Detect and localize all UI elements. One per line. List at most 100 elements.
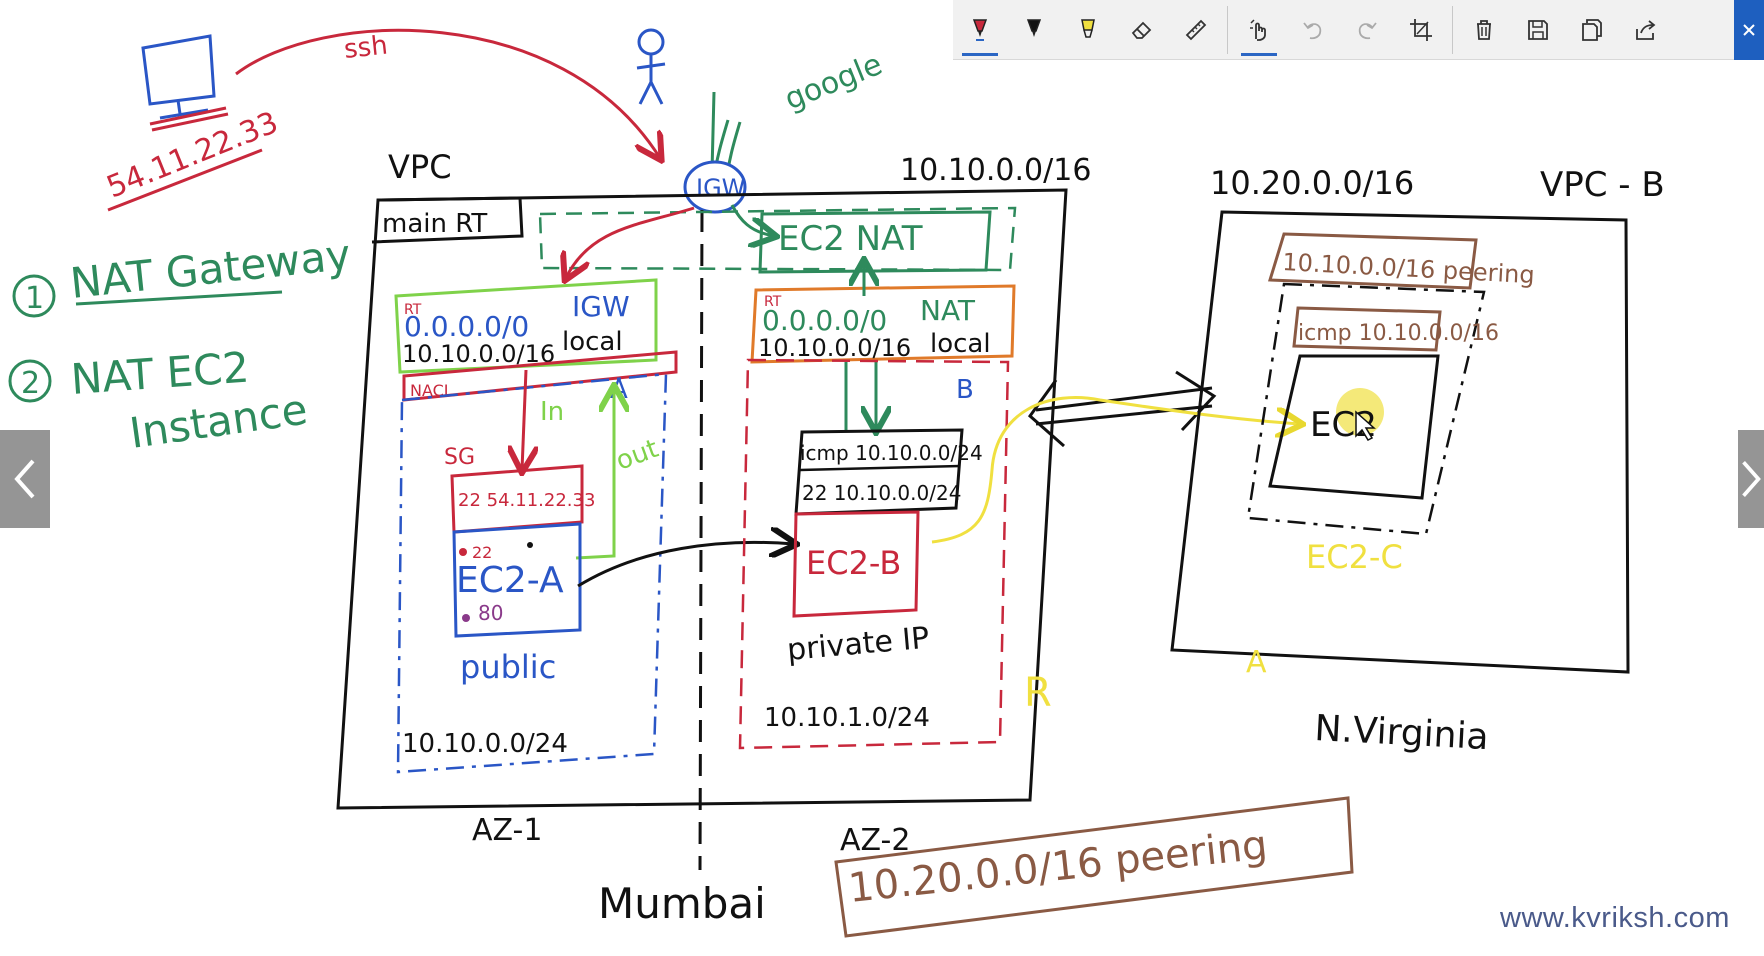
in-label: In <box>540 397 564 427</box>
vpc-b: 10.20.0.0/16 VPC - B 10.10.0.0/16 peerin… <box>1170 164 1665 758</box>
pencil-icon <box>1026 18 1042 37</box>
save-icon <box>1528 19 1548 40</box>
ec2-a-port1-dot <box>459 548 467 556</box>
az2-label: AZ-2 <box>840 823 910 858</box>
out-label: out <box>612 434 662 477</box>
rt-b-tag: RT <box>764 294 782 310</box>
sg-b-row1: icmp 10.10.0.0/24 <box>800 441 983 465</box>
igw-label: IGW <box>696 174 745 202</box>
vpc-b-rt-peering-box <box>1267 232 1478 290</box>
touch-writing-tool[interactable] <box>1232 0 1286 60</box>
rt-a-row1-dest: 0.0.0.0/0 <box>404 310 529 343</box>
route-table-b <box>750 284 1016 364</box>
option-1-underline <box>75 290 283 306</box>
rt-b-row1-target: NAT <box>920 294 976 327</box>
cursor-pointer-icon <box>1355 410 1376 441</box>
rt-b-row2-dest: 10.10.0.0/16 <box>758 334 911 362</box>
eraser-tool[interactable] <box>1115 0 1169 60</box>
watermark-text: www.kvriksh.com <box>1500 902 1730 934</box>
nacl-bar <box>402 350 678 402</box>
vpc-a-border <box>336 188 1068 810</box>
next-slide-button[interactable] <box>1738 430 1764 528</box>
mumbai-label: Mumbai <box>598 879 766 928</box>
previous-slide-button[interactable] <box>0 430 50 528</box>
vpc-a: VPC 10.10.0.0/16 main RT EC2 NAT RT 0.0.… <box>336 148 1091 871</box>
option-2-circle <box>8 359 52 403</box>
ec2-a-name: EC2-A <box>456 560 564 601</box>
crop-button[interactable] <box>1394 0 1448 60</box>
option-2-number: 2 <box>21 366 40 401</box>
az-divider <box>698 209 704 871</box>
highlighter-tool[interactable] <box>1061 0 1115 60</box>
rt-a-tag: RT <box>404 302 422 318</box>
peering-note-box <box>834 796 1354 938</box>
ssh-label: ssh <box>343 31 389 65</box>
ec2-b-box <box>792 510 920 618</box>
sg-b-row2: 22 10.10.0.0/24 <box>802 481 961 505</box>
rt-a-row1-target: IGW <box>572 290 630 323</box>
peering-connection-arrow <box>1027 370 1217 448</box>
vpc-b-subnet-letter: A <box>1246 645 1267 680</box>
ballpoint-pen-tool[interactable] <box>953 0 1007 60</box>
ec2-nat-label: EC2 NAT <box>778 219 923 259</box>
ec2-a-port2-dot <box>462 614 470 622</box>
copy-icon <box>1582 18 1602 41</box>
sg-label: SG <box>444 445 475 470</box>
toolbar-separator <box>1227 5 1228 54</box>
ip-underline <box>107 148 263 212</box>
vpc-b-label: VPC - B <box>1540 165 1665 205</box>
az1-label: AZ-1 <box>472 813 542 848</box>
vpc-a-cidr: 10.10.0.0/16 <box>900 153 1091 188</box>
vpc-b-border <box>1170 210 1630 674</box>
redo-icon <box>1358 21 1377 39</box>
vpc-b-sg-rule: icmp 10.10.0.0/16 <box>1298 321 1499 346</box>
private-subnet-border <box>738 358 1010 750</box>
vpc-b-ec2-box <box>1268 354 1440 500</box>
google-label: google <box>780 47 887 118</box>
pencil-tool[interactable] <box>1007 0 1061 60</box>
pen-icon <box>972 18 988 41</box>
ec2-c-label: EC2-C <box>1306 538 1403 576</box>
public-label: public <box>460 648 556 686</box>
public-subnet-border <box>396 372 668 774</box>
ruler-tool[interactable] <box>1169 0 1223 60</box>
ec2-a-box <box>452 522 582 638</box>
user-figure-icon <box>636 28 666 105</box>
save-button[interactable] <box>1511 0 1565 60</box>
subnet-a-cidr: 10.10.0.0/24 <box>402 729 568 759</box>
rt-a-row2-target: local <box>562 327 623 357</box>
vpc-b-sg-box <box>1292 306 1442 352</box>
ec2-nat-box <box>758 210 992 274</box>
sg-b-divider <box>799 464 961 472</box>
sg-b-box <box>794 428 964 516</box>
ec2-a-port2: 80 <box>478 601 503 625</box>
public-rt-dashed <box>538 206 1017 272</box>
chevron-left-icon <box>14 459 35 499</box>
touch-writing-icon <box>1250 18 1266 41</box>
eraser-icon <box>1131 21 1152 39</box>
private-ip-label: private IP <box>786 621 931 668</box>
ec2-a-to-ec2-b-arrow <box>577 542 794 588</box>
toolbar-more-button[interactable] <box>1734 0 1764 60</box>
options-list: 1 NAT Gateway 2 NAT EC2 Instance <box>8 230 353 458</box>
ec2-b-to-ec2-c-path <box>931 396 1300 544</box>
subnet-b-letter: B <box>956 375 974 405</box>
igw-to-rt-a-arrow <box>566 206 695 278</box>
ink-toolbar <box>953 0 1764 60</box>
n-virginia-label: N.Virginia <box>1314 708 1490 758</box>
rt-b-row2-target: local <box>930 329 991 359</box>
ssh-arrow <box>235 28 660 158</box>
in-arrow <box>522 369 526 470</box>
copy-button[interactable] <box>1565 0 1619 60</box>
undo-icon <box>1303 21 1322 39</box>
ec2-a-port1: 22 <box>472 543 492 562</box>
highlighter-icon <box>1081 18 1095 38</box>
ec2-a-dot <box>527 542 533 548</box>
share-button[interactable] <box>1619 0 1673 60</box>
toolbar-separator <box>1452 5 1453 54</box>
delete-button[interactable] <box>1457 0 1511 60</box>
undo-button[interactable] <box>1286 0 1340 60</box>
ec2-b-name: EC2-B <box>806 544 901 582</box>
redo-button[interactable] <box>1340 0 1394 60</box>
